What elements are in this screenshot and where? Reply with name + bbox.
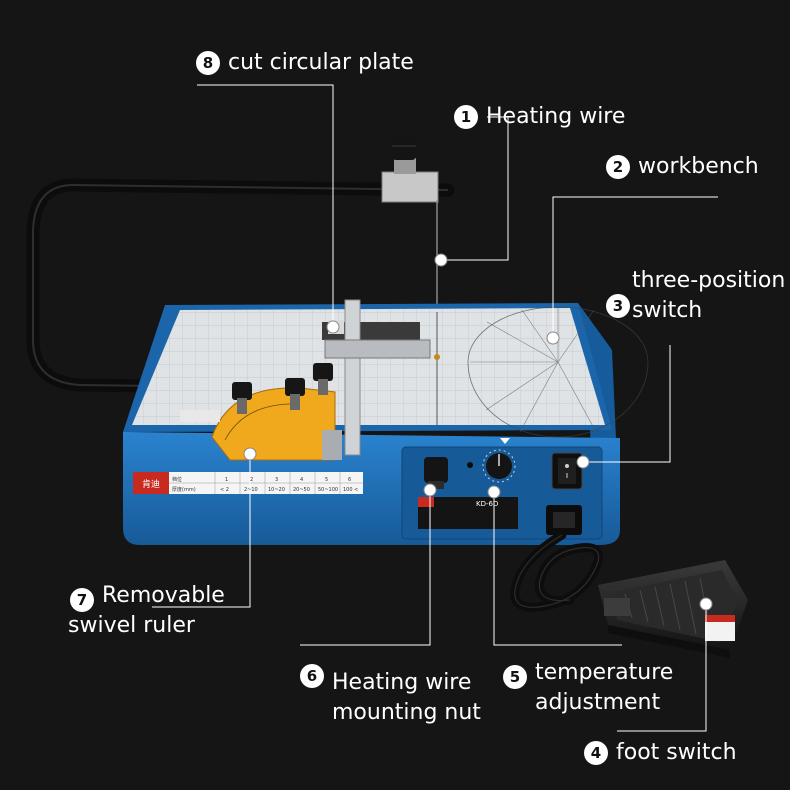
callout-number: 6	[300, 664, 324, 688]
callout-heating-wire: 1 Heating wire	[454, 102, 625, 132]
callout-lines	[152, 84, 718, 732]
cut-circular-plate	[322, 299, 431, 456]
callout-temperature-adjustment: 5 temperature adjustment	[503, 658, 673, 717]
removable-swivel-ruler	[180, 387, 342, 461]
callout-text-line1: Heating wire	[332, 670, 472, 695]
table-header-3: 3	[275, 477, 278, 483]
callout-text: foot switch	[616, 740, 737, 765]
table-cell-2: 2~10	[244, 487, 258, 493]
table-cell-4: 20~50	[293, 487, 310, 493]
table-header-1: 1	[225, 477, 228, 483]
callout-number: 7	[70, 588, 94, 612]
table-header-5: 5	[325, 477, 328, 483]
callout-dots	[243, 253, 713, 611]
thickness-table: 档位 1 2 3 4 5 6 厚度(mm) < 2 2~10 10~20 20~…	[172, 476, 358, 493]
brand-label: 肯迪	[142, 478, 160, 490]
mounting-nut-knob	[424, 457, 448, 489]
callout-text-line2: adjustment	[535, 689, 661, 715]
table-cell-5: 50~100	[318, 487, 338, 493]
callout-text-line2: mounting nut	[332, 699, 481, 725]
table-header-4: 4	[300, 477, 303, 483]
callout-number: 3	[606, 294, 630, 318]
front-label-plate	[133, 472, 363, 494]
callout-text-line1: Removable	[102, 583, 225, 608]
callout-text: Heating wire	[486, 104, 626, 129]
model-label: KD-6D	[476, 500, 498, 508]
three-position-switch	[551, 452, 583, 490]
callout-number: 1	[454, 104, 478, 129]
heating-wire-arm	[26, 178, 455, 393]
callout-text-line2: swivel ruler	[68, 612, 195, 638]
callout-text-line1: temperature	[535, 660, 674, 685]
callout-number: 5	[503, 665, 527, 689]
table-header-6: 6	[348, 477, 351, 483]
table-cell-1: < 2	[220, 487, 229, 493]
table-header-2: 2	[250, 477, 253, 483]
callout-number: 4	[584, 740, 608, 765]
power-socket	[546, 505, 582, 535]
callout-removable-swivel-ruler: 7 Removable swivel ruler	[68, 581, 225, 640]
table-cell-0: 厚度(mm)	[172, 486, 196, 493]
callout-three-position-switch: 3 three-position switch	[606, 266, 785, 325]
table-header-0: 档位	[172, 476, 182, 483]
callout-workbench: 2 workbench	[606, 152, 759, 182]
callout-text: workbench	[638, 154, 759, 179]
callout-text-line1: three-position	[632, 268, 786, 293]
callout-heating-wire-mounting-nut: 6 Heating wire mounting nut	[300, 662, 481, 727]
callout-number: 8	[196, 50, 220, 75]
table-cell-3: 10~20	[268, 487, 285, 493]
callout-foot-switch: 4 foot switch	[584, 738, 737, 768]
wire-tension-head	[381, 138, 439, 203]
callout-text-line2: switch	[632, 297, 703, 323]
foot-switch	[598, 560, 748, 658]
temperature-knob	[482, 449, 516, 483]
ruler-knobs	[232, 363, 333, 414]
table-cell-6: 100 <	[343, 487, 358, 493]
indicator-dot	[467, 462, 473, 468]
foot-switch-cable	[510, 530, 604, 612]
callout-text: cut circular plate	[228, 50, 414, 75]
callout-number: 2	[606, 154, 630, 179]
callout-cut-circular-plate: 8 cut circular plate	[196, 48, 414, 78]
